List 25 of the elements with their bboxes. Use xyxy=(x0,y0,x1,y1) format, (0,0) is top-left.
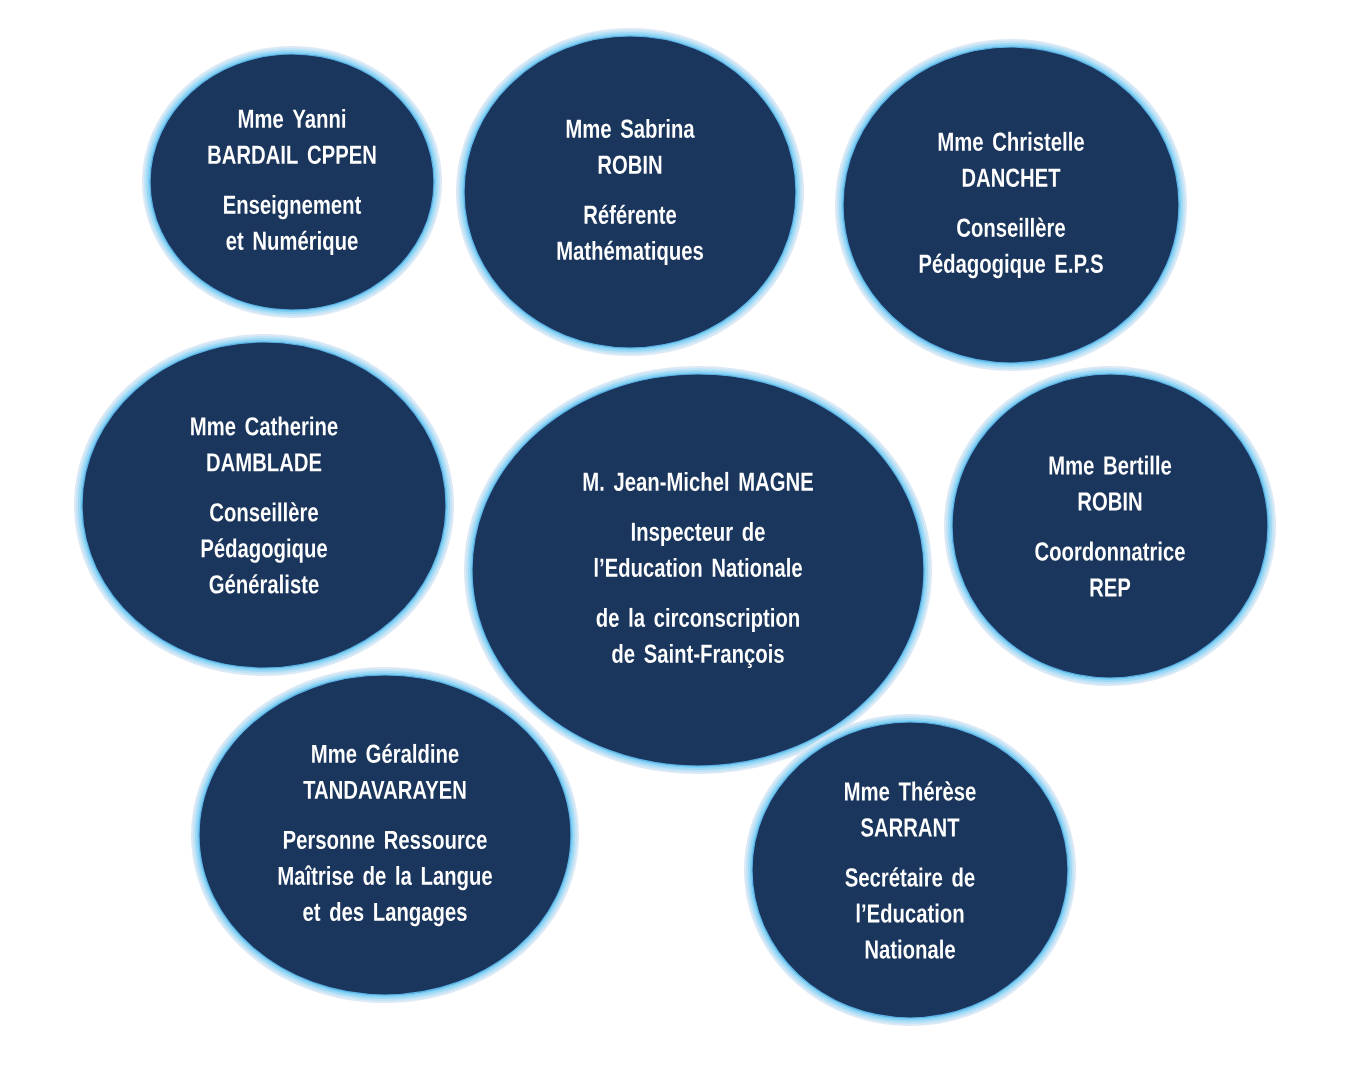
role-text: Enseignement et Numérique xyxy=(224,194,362,256)
person-name: M. Jean-Michel MAGNE xyxy=(583,471,813,491)
person-circle xyxy=(74,334,454,676)
person-circle xyxy=(191,667,579,1003)
person-name: Mme Christelle DANCHET xyxy=(938,131,1084,187)
person-circle xyxy=(744,714,1076,1026)
person-name: Mme Géraldine TANDAVARAYEN xyxy=(303,743,466,799)
role-text: Personne Ressource Maîtrise de la Langue et des Langages xyxy=(278,830,492,927)
person-name: Mme Yanni BARDAIL CPPEN xyxy=(208,108,376,164)
role-text: Conseillère Pédagogique Généraliste xyxy=(201,502,327,594)
person-circle xyxy=(944,366,1276,686)
person-circle xyxy=(142,46,442,318)
person-name: Mme Catherine DAMBLADE xyxy=(191,416,338,472)
role-text: Référente Mathématiques xyxy=(557,204,703,266)
role-text: Conseillère Pédagogique E.P.S xyxy=(919,217,1103,279)
role-text: Inspecteur de l’Education Nationale xyxy=(594,521,802,577)
person-circle xyxy=(456,28,804,356)
role-text: Secrétaire de l’Education Nationale xyxy=(845,867,975,959)
person-name: Mme Thérèse SARRANT xyxy=(845,781,976,837)
person-name: Mme Bertille ROBIN xyxy=(1049,455,1172,511)
role-text: de la circonscription de Saint-François xyxy=(596,607,799,669)
person-circle xyxy=(464,366,932,774)
person-circle xyxy=(835,39,1187,371)
role-text: Coordonnatrice REP xyxy=(1035,541,1185,597)
person-name: Mme Sabrina ROBIN xyxy=(566,118,695,174)
